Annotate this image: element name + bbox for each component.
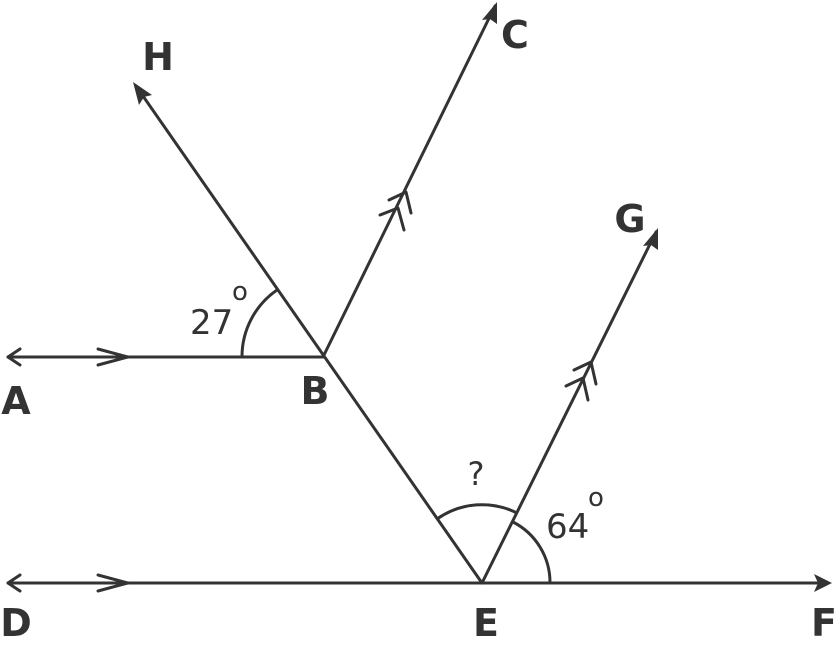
line-df	[6, 573, 832, 593]
ray-eg	[480, 228, 658, 585]
line-eh	[133, 82, 484, 585]
degree-mark-abh: o	[232, 277, 248, 307]
parallel-mark-ab	[96, 347, 130, 367]
angle-label-abh: 27	[190, 303, 233, 343]
angle-arc-beg	[436, 503, 518, 521]
label-g: G	[614, 197, 645, 241]
angle-arc-gef	[512, 520, 552, 584]
label-c: C	[501, 13, 529, 57]
parallel-mark-bc	[378, 190, 413, 232]
parallel-mark-eg	[564, 360, 598, 402]
label-a: A	[1, 379, 31, 423]
angle-label-gef: 64	[546, 507, 589, 547]
degree-mark-gef: o	[588, 483, 604, 513]
angle-label-beg: ?	[468, 455, 485, 493]
label-b: B	[301, 369, 330, 413]
label-h: H	[142, 35, 174, 79]
angle-arc-abh	[240, 288, 278, 358]
line-ab	[6, 347, 325, 367]
label-d: D	[0, 601, 32, 645]
label-f: F	[811, 601, 837, 645]
ray-bc	[321, 2, 497, 359]
parallel-mark-df	[96, 573, 130, 593]
label-e: E	[473, 601, 499, 645]
